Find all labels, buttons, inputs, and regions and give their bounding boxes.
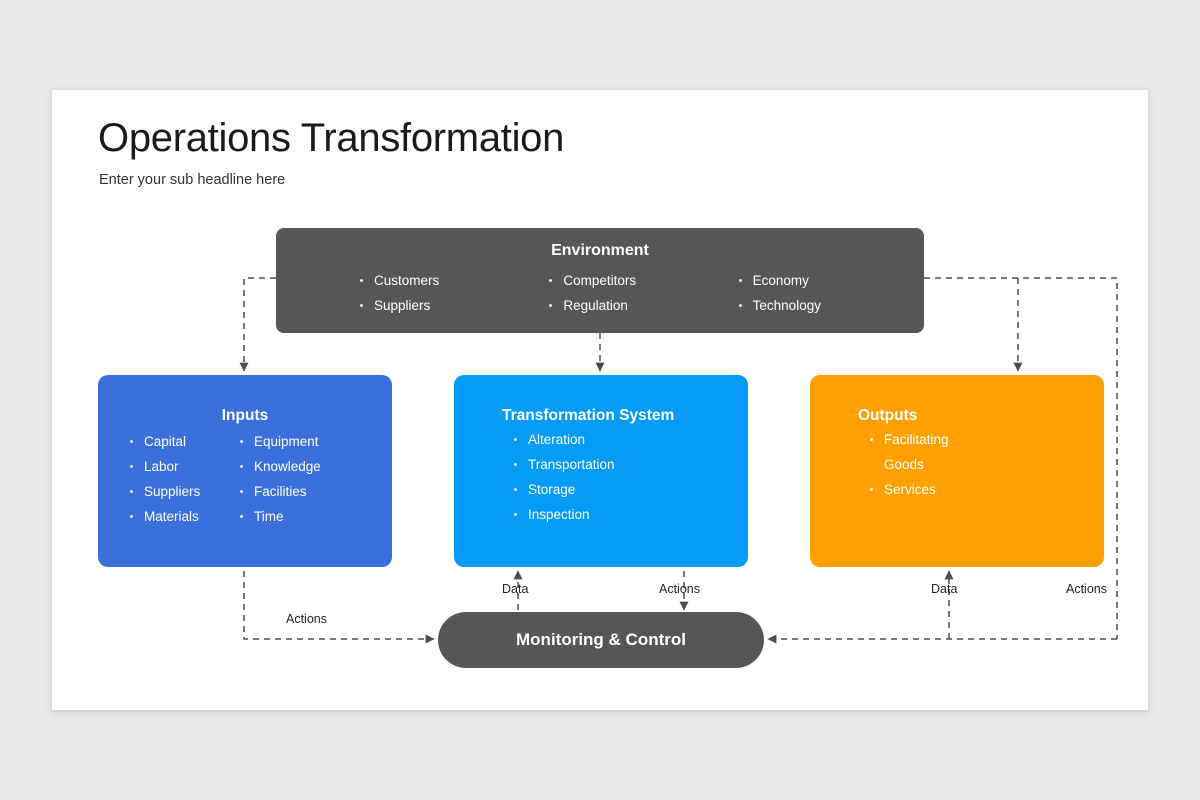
page-title: Operations Transformation <box>98 116 565 160</box>
list-item: Customers <box>356 268 545 293</box>
list-item: Labor <box>126 454 236 479</box>
transformation-system-title: Transformation System <box>502 407 675 424</box>
environment-title: Environment <box>551 242 649 259</box>
outputs-box[interactable]: Outputs Facilitating Goods Services <box>810 375 1104 567</box>
inputs-column-1: Capital Labor Suppliers Materials <box>126 429 236 529</box>
list-item: Materials <box>126 504 236 529</box>
wire-label-right-data: Data <box>931 582 958 596</box>
list-item: Knowledge <box>236 454 346 479</box>
wire-label-center-actions: Actions <box>659 582 700 596</box>
environment-column-2: Competitors Regulation <box>545 268 734 318</box>
outputs-list: Facilitating Goods Services <box>810 425 1104 502</box>
list-item: Capital <box>126 429 236 454</box>
monitoring-control-title: Monitoring & Control <box>516 630 686 649</box>
inputs-title: Inputs <box>221 407 269 424</box>
environment-box[interactable]: Environment Customers Suppliers Competit… <box>276 228 924 333</box>
wire-environment-to-inputs <box>239 277 276 372</box>
list-item: Transportation <box>510 452 748 477</box>
list-item: Services <box>866 477 1104 502</box>
slide-canvas: Operations Transformation Enter your sub… <box>52 90 1148 710</box>
list-item-continuation: Goods <box>884 457 924 472</box>
list-item: Storage <box>510 477 748 502</box>
list-item: Time <box>236 504 346 529</box>
list-item: Inspection <box>510 502 748 527</box>
wire-label-center-data: Data <box>502 582 529 596</box>
wire-label-left-actions: Actions <box>286 612 327 626</box>
transformation-system-list: Alteration Transportation Storage Inspec… <box>454 425 748 527</box>
list-item: Competitors <box>545 268 734 293</box>
inputs-column-2: Equipment Knowledge Facilities Time <box>236 429 346 529</box>
environment-column-1: Customers Suppliers <box>356 268 545 318</box>
list-item: Alteration <box>510 427 748 452</box>
list-item: Equipment <box>236 429 346 454</box>
page-subtitle: Enter your sub headline here <box>99 172 286 188</box>
wire-inputs-to-monitoring <box>243 571 435 644</box>
list-item: Facilitating <box>866 427 1104 452</box>
list-item: Technology <box>735 293 924 318</box>
list-item: Facilities <box>236 479 346 504</box>
environment-column-3: Economy Technology <box>735 268 924 318</box>
monitoring-control-box[interactable]: Monitoring & Control <box>438 612 764 668</box>
outputs-title: Outputs <box>858 407 918 424</box>
list-item: Regulation <box>545 293 734 318</box>
wire-label-right-actions: Actions <box>1066 582 1107 596</box>
list-item: Suppliers <box>356 293 545 318</box>
list-item: Suppliers <box>126 479 236 504</box>
transformation-system-box[interactable]: Transformation System Alteration Transpo… <box>454 375 748 567</box>
list-item: Economy <box>735 268 924 293</box>
inputs-box[interactable]: Inputs Capital Labor Suppliers Materials… <box>98 375 392 567</box>
